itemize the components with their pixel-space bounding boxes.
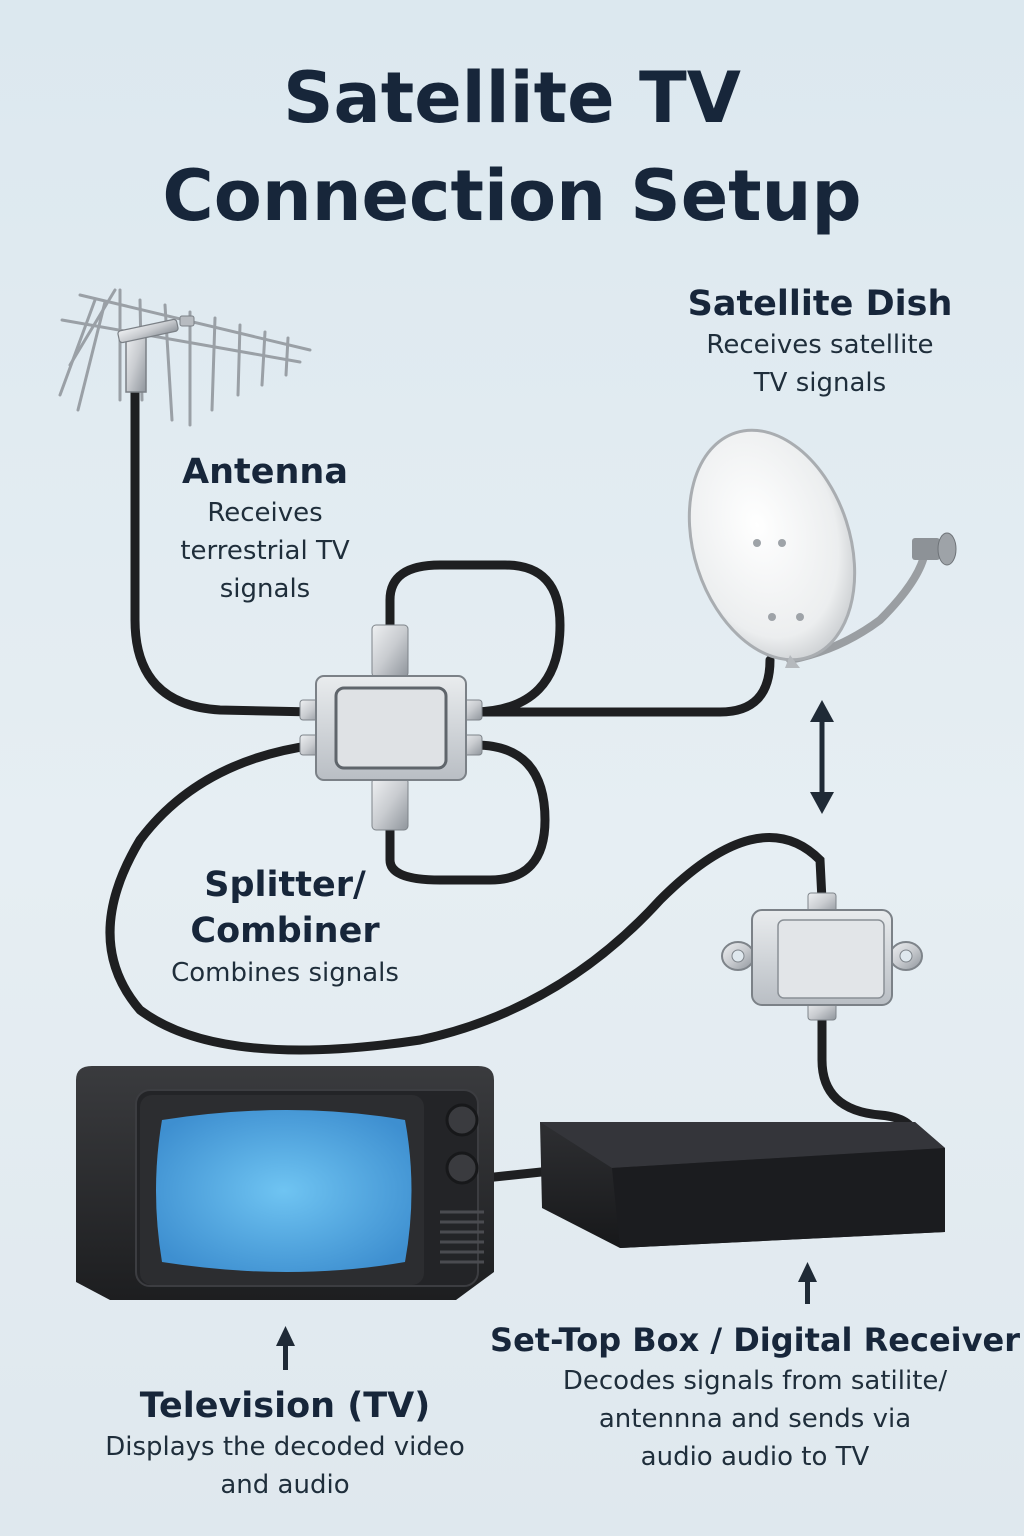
cable-splitter-bottom-loop: [385, 740, 550, 885]
splitter-title-line-2: Combiner: [190, 911, 380, 951]
splitter-icon: [299, 624, 483, 831]
up-arrow-stb-icon: [798, 1262, 817, 1304]
set-top-box-desc-line-1: Decodes signals from satilite/: [562, 1366, 948, 1396]
cable-splitter-to-dish: [470, 655, 775, 717]
set-top-box-desc-line-3: audio audio to TV: [640, 1442, 870, 1472]
antenna-label: Antenna Receives terrestrial TV signals: [120, 450, 410, 608]
satellite-dish-icon: [687, 428, 957, 668]
satellite-dish-desc-line-1: Receives satellite: [706, 330, 934, 360]
title-line-2: Connection Setup: [162, 155, 862, 237]
antenna-desc-line-2: terrestrial TV: [180, 536, 350, 566]
satellite-dish-label: Satellite Dish Receives satellite TV sig…: [660, 282, 980, 402]
television-title: Television (TV): [139, 1386, 431, 1426]
splitter-label: Splitter/ Combiner Combines signals: [130, 862, 440, 992]
junction-box-icon: [721, 892, 923, 1021]
up-arrow-tv-icon: [276, 1326, 295, 1370]
cable-box-to-receiver: [817, 1010, 920, 1145]
set-top-box-label: Set-Top Box / Digital Receiver Decodes s…: [490, 1318, 1020, 1476]
satellite-dish-desc-line-2: TV signals: [753, 368, 887, 398]
television-desc-line-1: Displays the decoded video: [105, 1432, 465, 1462]
set-top-box-desc-line-2: antennna and sends via: [598, 1404, 912, 1434]
television-label: Television (TV) Displays the decoded vid…: [60, 1384, 510, 1504]
set-top-box-title: Set-Top Box / Digital Receiver: [490, 1321, 1020, 1359]
splitter-desc: Combines signals: [171, 958, 399, 988]
antenna-desc-line-3: signals: [219, 574, 311, 604]
antenna-icon: [58, 288, 312, 427]
cable-splitter-top-loop: [385, 560, 565, 717]
cable-splitter-to-box: [105, 740, 827, 1055]
cable-antenna-to-splitter: [130, 385, 320, 717]
antenna-title: Antenna: [182, 452, 348, 492]
television-desc-line-2: and audio: [220, 1470, 350, 1500]
satellite-dish-title: Satellite Dish: [687, 284, 953, 324]
antenna-desc-line-1: Receives: [207, 498, 323, 528]
splitter-title-line-1: Splitter/: [204, 865, 366, 905]
title-line-1: Satellite TV: [283, 57, 741, 139]
double-arrow-icon: [810, 700, 834, 814]
set-top-box-icon: [540, 1122, 945, 1248]
television-icon: [76, 1066, 494, 1300]
